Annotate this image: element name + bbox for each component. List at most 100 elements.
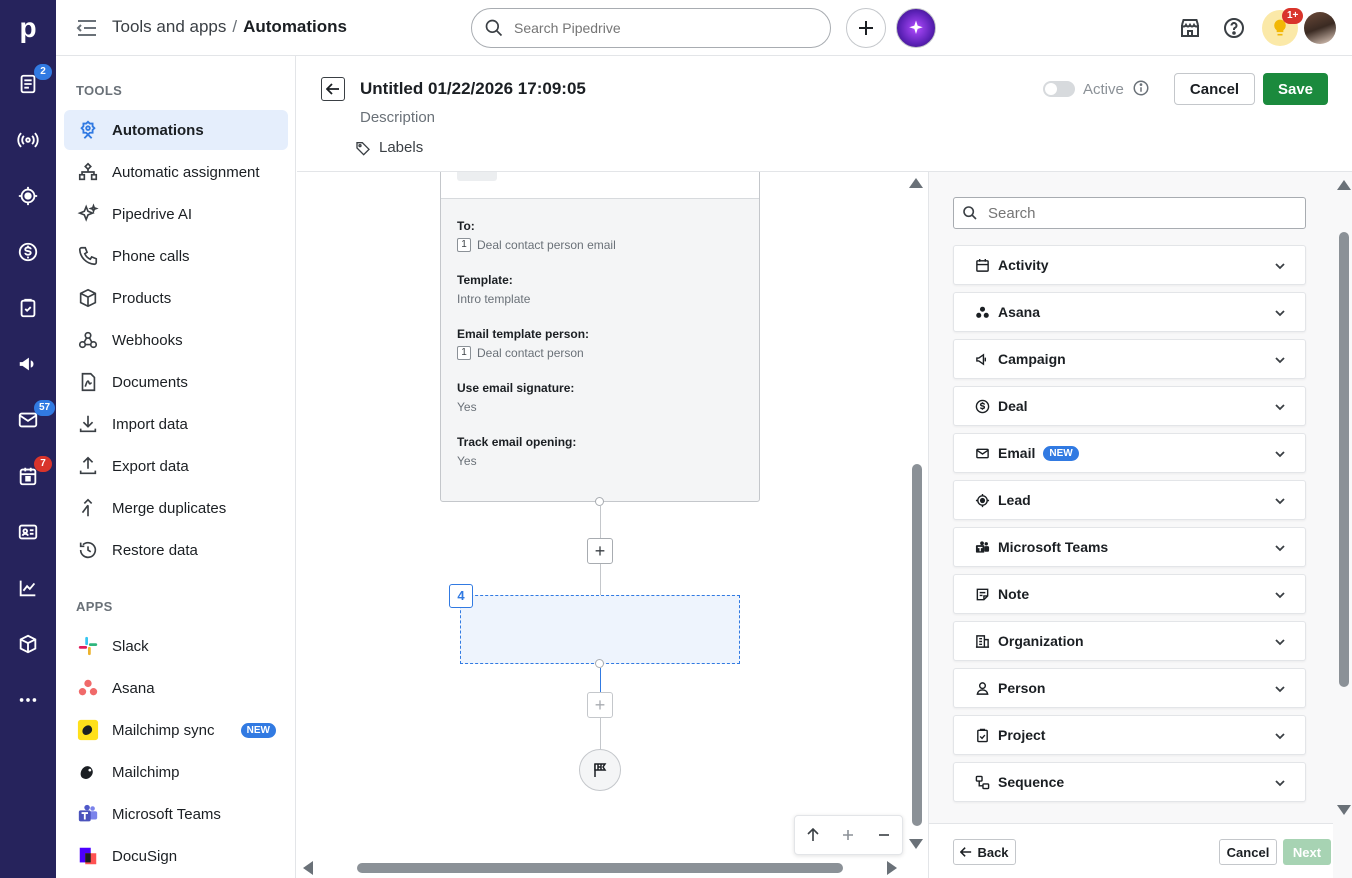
notifications-badge: 1+: [1282, 8, 1304, 24]
node-field-template: Template: Intro template: [457, 273, 530, 306]
megaphone-icon: [974, 351, 990, 367]
sidebar-item-documents[interactable]: Documents: [64, 362, 288, 402]
rail-calendar[interactable]: 7: [0, 448, 56, 504]
connector-dot: [595, 497, 604, 506]
menu-collapse-icon[interactable]: [76, 18, 98, 38]
sidebar-item-pipedrive-ai[interactable]: Pipedrive AI: [64, 194, 288, 234]
help-icon[interactable]: [1222, 16, 1246, 40]
quick-add-button[interactable]: [846, 8, 886, 48]
step-reference-chip: 1: [457, 346, 471, 360]
rail-campaigns-live[interactable]: [0, 112, 56, 168]
scroll-up-icon[interactable]: [1337, 180, 1351, 190]
rail-deals-target[interactable]: [0, 168, 56, 224]
scroll-down-icon[interactable]: [1337, 805, 1351, 815]
sidebar-item-import-data[interactable]: Import data: [64, 404, 288, 444]
zoom-in-icon[interactable]: [841, 828, 855, 842]
sidebar-item-docusign[interactable]: DocuSign: [64, 836, 288, 876]
category-note[interactable]: Note: [953, 574, 1306, 614]
pipedrive-logo[interactable]: p: [0, 0, 56, 56]
category-label: Lead: [998, 492, 1031, 508]
action-search-input[interactable]: [988, 204, 1288, 222]
scroll-down-icon[interactable]: [909, 839, 923, 849]
rail-deals[interactable]: [0, 224, 56, 280]
action-search[interactable]: [953, 197, 1306, 229]
chevron-down-icon: [1275, 263, 1285, 270]
new-step-placeholder[interactable]: [460, 595, 740, 664]
marketplace-icon[interactable]: [1178, 16, 1202, 40]
more-dots-icon: [19, 698, 37, 702]
rail-contacts[interactable]: [0, 504, 56, 560]
rail-products[interactable]: [0, 616, 56, 672]
category-activity[interactable]: Activity: [953, 245, 1306, 285]
field-value-text: Yes: [457, 454, 477, 468]
sidebar-item-label: Products: [112, 289, 172, 307]
scroll-up-icon[interactable]: [909, 178, 923, 188]
sidebar-item-merge-duplicates[interactable]: Merge duplicates: [64, 488, 288, 528]
mailchimp-icon: [76, 760, 100, 784]
sidebar-item-automations[interactable]: Automations: [64, 110, 288, 150]
field-label: Template:: [457, 273, 513, 287]
cancel-button[interactable]: Cancel: [1174, 73, 1255, 105]
scroll-left-icon[interactable]: [303, 861, 313, 875]
back-button[interactable]: [321, 77, 345, 101]
panel-next-button[interactable]: Next: [1283, 839, 1331, 865]
sidebar-item-automatic-assignment[interactable]: Automatic assignment: [64, 152, 288, 192]
global-search-input[interactable]: [514, 20, 814, 36]
breadcrumb-tools-and-apps[interactable]: Tools and apps: [112, 17, 227, 36]
sidebar-item-restore-data[interactable]: Restore data: [64, 530, 288, 570]
category-lead[interactable]: Lead: [953, 480, 1306, 520]
sidebar-item-microsoft-teams[interactable]: Microsoft Teams: [64, 794, 288, 834]
sidebar-item-phone-calls[interactable]: Phone calls: [64, 236, 288, 276]
connector-line: [600, 718, 601, 749]
rail-campaigns[interactable]: [0, 336, 56, 392]
category-project[interactable]: Project: [953, 715, 1306, 755]
rail-activities[interactable]: [0, 280, 56, 336]
user-avatar[interactable]: [1304, 12, 1336, 44]
category-asana[interactable]: Asana: [953, 292, 1306, 332]
rail-insights[interactable]: [0, 560, 56, 616]
add-step-button-disabled[interactable]: +: [587, 692, 613, 718]
scrollbar-thumb[interactable]: [357, 863, 843, 873]
sidebar-item-asana[interactable]: Asana: [64, 668, 288, 708]
rail-leads[interactable]: 2: [0, 56, 56, 112]
category-person[interactable]: Person: [953, 668, 1306, 708]
sidebar-item-mailchimp-sync[interactable]: Mailchimp sync NEW: [64, 710, 288, 750]
phone-icon: [76, 244, 100, 268]
ai-assistant-button[interactable]: [896, 8, 936, 48]
canvas-horizontal-scrollbar[interactable]: [297, 856, 907, 878]
category-organization[interactable]: Organization: [953, 621, 1306, 661]
sidebar-item-mailchimp[interactable]: Mailchimp: [64, 752, 288, 792]
sidebar-item-export-data[interactable]: Export data: [64, 446, 288, 486]
calendar-icon: [974, 257, 990, 273]
rail-mail[interactable]: 57: [0, 392, 56, 448]
add-step-button[interactable]: +: [587, 538, 613, 564]
save-button[interactable]: Save: [1263, 73, 1328, 105]
sidebar-item-slack[interactable]: Slack: [64, 626, 288, 666]
category-email[interactable]: Email NEW: [953, 433, 1306, 473]
category-campaign[interactable]: Campaign: [953, 339, 1306, 379]
category-microsoft-teams[interactable]: Microsoft Teams: [953, 527, 1306, 567]
global-search[interactable]: [471, 8, 831, 48]
automation-description[interactable]: Description: [360, 109, 436, 126]
category-deal[interactable]: Deal: [953, 386, 1306, 426]
scroll-right-icon[interactable]: [887, 861, 897, 875]
scrollbar-thumb[interactable]: [912, 464, 922, 826]
rail-more[interactable]: [0, 672, 56, 728]
panel-back-button[interactable]: Back: [953, 839, 1016, 865]
panel-cancel-button[interactable]: Cancel: [1219, 839, 1277, 865]
sidebar-item-webhooks[interactable]: Webhooks: [64, 320, 288, 360]
canvas-vertical-scrollbar[interactable]: [907, 172, 927, 862]
automation-title[interactable]: Untitled 01/22/2026 17:09:05: [360, 79, 586, 98]
panel-vertical-scrollbar[interactable]: [1333, 172, 1352, 822]
sidebar-item-products[interactable]: Products: [64, 278, 288, 318]
active-toggle[interactable]: [1043, 81, 1075, 97]
category-sequence[interactable]: Sequence: [953, 762, 1306, 802]
arrow-up-icon[interactable]: [806, 828, 820, 842]
zoom-out-icon[interactable]: [877, 828, 891, 842]
labels-button[interactable]: Labels: [355, 139, 423, 156]
scrollbar-thumb[interactable]: [1339, 232, 1349, 687]
info-icon[interactable]: [1132, 79, 1150, 97]
